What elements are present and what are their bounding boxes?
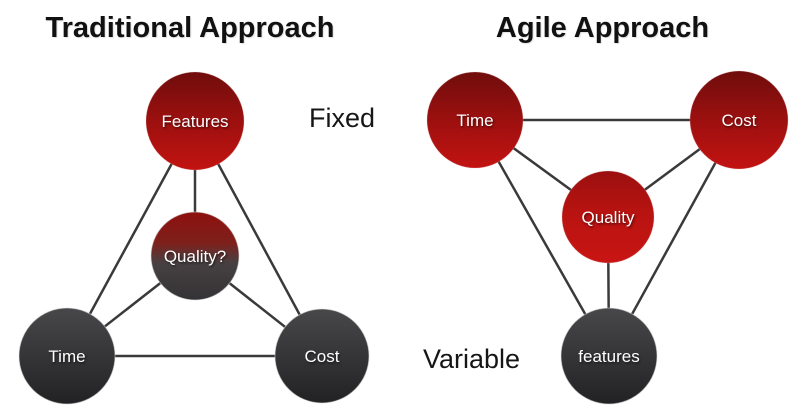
variable-label: Variable xyxy=(423,344,521,374)
node-time-label: Time xyxy=(48,347,85,366)
node-cost-circle xyxy=(689,70,789,170)
node-quality-label: Quality? xyxy=(164,247,226,266)
node-time-label: Time xyxy=(456,111,493,130)
node-quality-circle xyxy=(150,211,240,301)
node-features-circle xyxy=(145,71,245,171)
node-time-circle xyxy=(18,307,116,405)
right-diagram-nodes: Time Cost Quality features xyxy=(426,70,789,405)
node-quality-circle xyxy=(561,170,655,264)
left-diagram-nodes: Features Quality? Time Cost xyxy=(18,71,370,405)
node-cost-label: Cost xyxy=(722,111,757,130)
node-features-label: Features xyxy=(161,112,228,131)
node-features-label: features xyxy=(578,347,639,366)
node-cost-label: Cost xyxy=(305,347,340,366)
left-diagram-title: Traditional Approach xyxy=(45,12,335,44)
node-features-circle xyxy=(560,307,658,405)
node-cost-circle xyxy=(274,308,370,404)
fixed-label: Fixed xyxy=(309,103,376,133)
right-diagram-title: Agile Approach xyxy=(495,12,710,44)
node-time-circle xyxy=(426,71,524,169)
node-quality-label: Quality xyxy=(582,208,635,227)
